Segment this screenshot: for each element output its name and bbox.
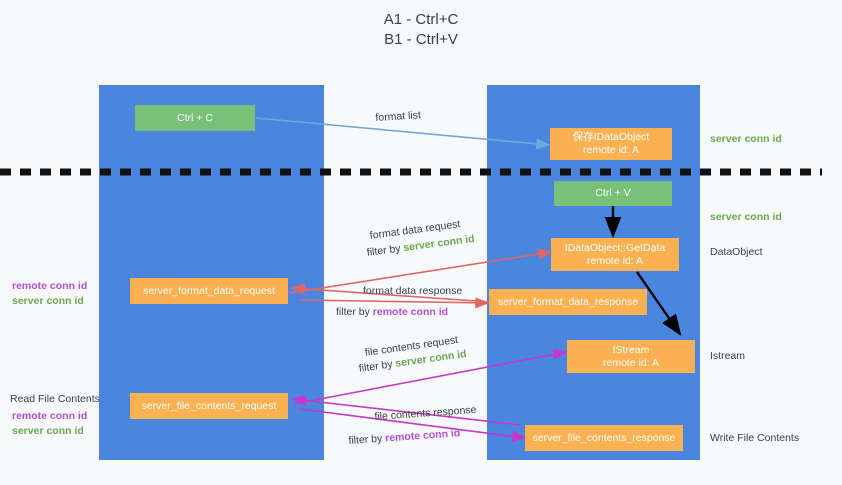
side-label-write-file-contents-text: Write File Contents <box>710 432 800 444</box>
box-server-file-contents-response[interactable]: server_file_contents_response <box>525 425 683 451</box>
edge-label-format-list: format list <box>375 108 421 125</box>
box-save-idataobject-line1: 保存IDataObject <box>572 131 650 143</box>
page-title: A1 - Ctrl+C B1 - Ctrl+V <box>383 11 459 48</box>
side-label-server-conn-id-top: server conn id <box>710 132 782 147</box>
box-server-file-contents-request[interactable]: server_file_contents_request <box>130 393 288 419</box>
box-server-format-data-request-label: server_format_data_request <box>143 284 275 297</box>
box-server-file-contents-response-label: server_file_contents_response <box>532 431 676 444</box>
side-label-server-conn-id-mid-text: server conn id <box>710 211 782 223</box>
box-server-format-data-response[interactable]: server_format_data_response <box>489 289 647 315</box>
side-label-left-server-conn-id-1: server conn id <box>12 294 84 309</box>
side-label-left-remote-conn-id-1-text: remote conn id <box>12 280 88 292</box>
side-label-write-file-contents: Write File Contents <box>710 431 799 446</box>
box-idataobject-getdata-line1: IDataObject::GetData <box>564 241 666 254</box>
edge-label-format-data-response: format data response <box>363 284 462 298</box>
side-label-dataobject: DataObject <box>710 245 763 260</box>
edge-label-file-contents-response-text: file contents response <box>374 403 477 423</box>
box-ctrl-c-label: Ctrl + C <box>177 111 213 124</box>
box-server-file-contents-request-label: server_file_contents_request <box>141 399 277 412</box>
box-ctrl-v-label: Ctrl + V <box>595 187 631 199</box>
box-idataobject-getdata-line2: remote id: A <box>586 254 644 267</box>
box-save-idataobject-line2: remote id: A <box>582 144 640 156</box>
side-label-dataobject-text: DataObject <box>710 246 763 258</box>
side-label-server-conn-id-mid: server conn id <box>710 210 782 225</box>
box-istream-line2: remote id: A <box>602 356 660 369</box>
filter-prefix: filter by <box>336 306 373 318</box>
filter-prefix: filter by <box>358 357 397 375</box>
edge-label-file-contents-response-filter: filter by remote conn id <box>348 426 461 448</box>
filter-tag-remote-conn-id: remote conn id <box>384 427 461 445</box>
side-label-left-remote-conn-id-2-text: remote conn id <box>12 410 88 422</box>
side-label-left-server-conn-id-1-text: server conn id <box>12 295 84 307</box>
box-ctrl-v[interactable]: Ctrl + V <box>554 181 672 206</box>
box-server-format-data-request[interactable]: server_format_data_request <box>130 278 288 304</box>
edge-label-format-data-response-text: format data response <box>363 285 463 297</box>
box-idataobject-getdata[interactable]: IDataObject::GetData remote id: A <box>551 238 679 271</box>
filter-prefix: filter by <box>366 242 405 259</box>
filter-tag-remote-conn-id: remote conn id <box>372 306 449 318</box>
arrow-format-data-response-right <box>299 297 490 309</box>
side-label-istream-text: Istream <box>710 350 746 362</box>
side-label-istream: Istream <box>710 349 745 364</box>
side-label-left-remote-conn-id-1: remote conn id <box>12 279 87 294</box>
side-label-left-server-conn-id-2: server conn id <box>12 424 84 439</box>
edge-label-format-list-text: format list <box>375 109 422 124</box>
box-ctrl-c[interactable]: Ctrl + C <box>135 105 255 131</box>
side-label-left-server-conn-id-2-text: server conn id <box>12 425 84 437</box>
side-label-server-conn-id-top-text: server conn id <box>710 133 782 145</box>
side-label-read-file-contents-text: Read File Contents <box>10 393 100 405</box>
side-label-left-remote-conn-id-2: remote conn id <box>12 409 87 424</box>
box-save-idataobject[interactable]: 保存IDataObject remote id: A <box>550 128 672 160</box>
box-server-format-data-response-label: server_format_data_response <box>497 295 639 308</box>
edge-label-format-data-response-filter: filter by remote conn id <box>336 305 448 319</box>
side-label-read-file-contents: Read File Contents <box>10 392 100 407</box>
box-istream[interactable]: IStream remote id: A <box>567 340 695 373</box>
box-istream-line1: IStream <box>612 343 650 356</box>
edge-label-file-contents-response: file contents response <box>374 403 477 424</box>
filter-prefix: filter by <box>348 432 386 447</box>
